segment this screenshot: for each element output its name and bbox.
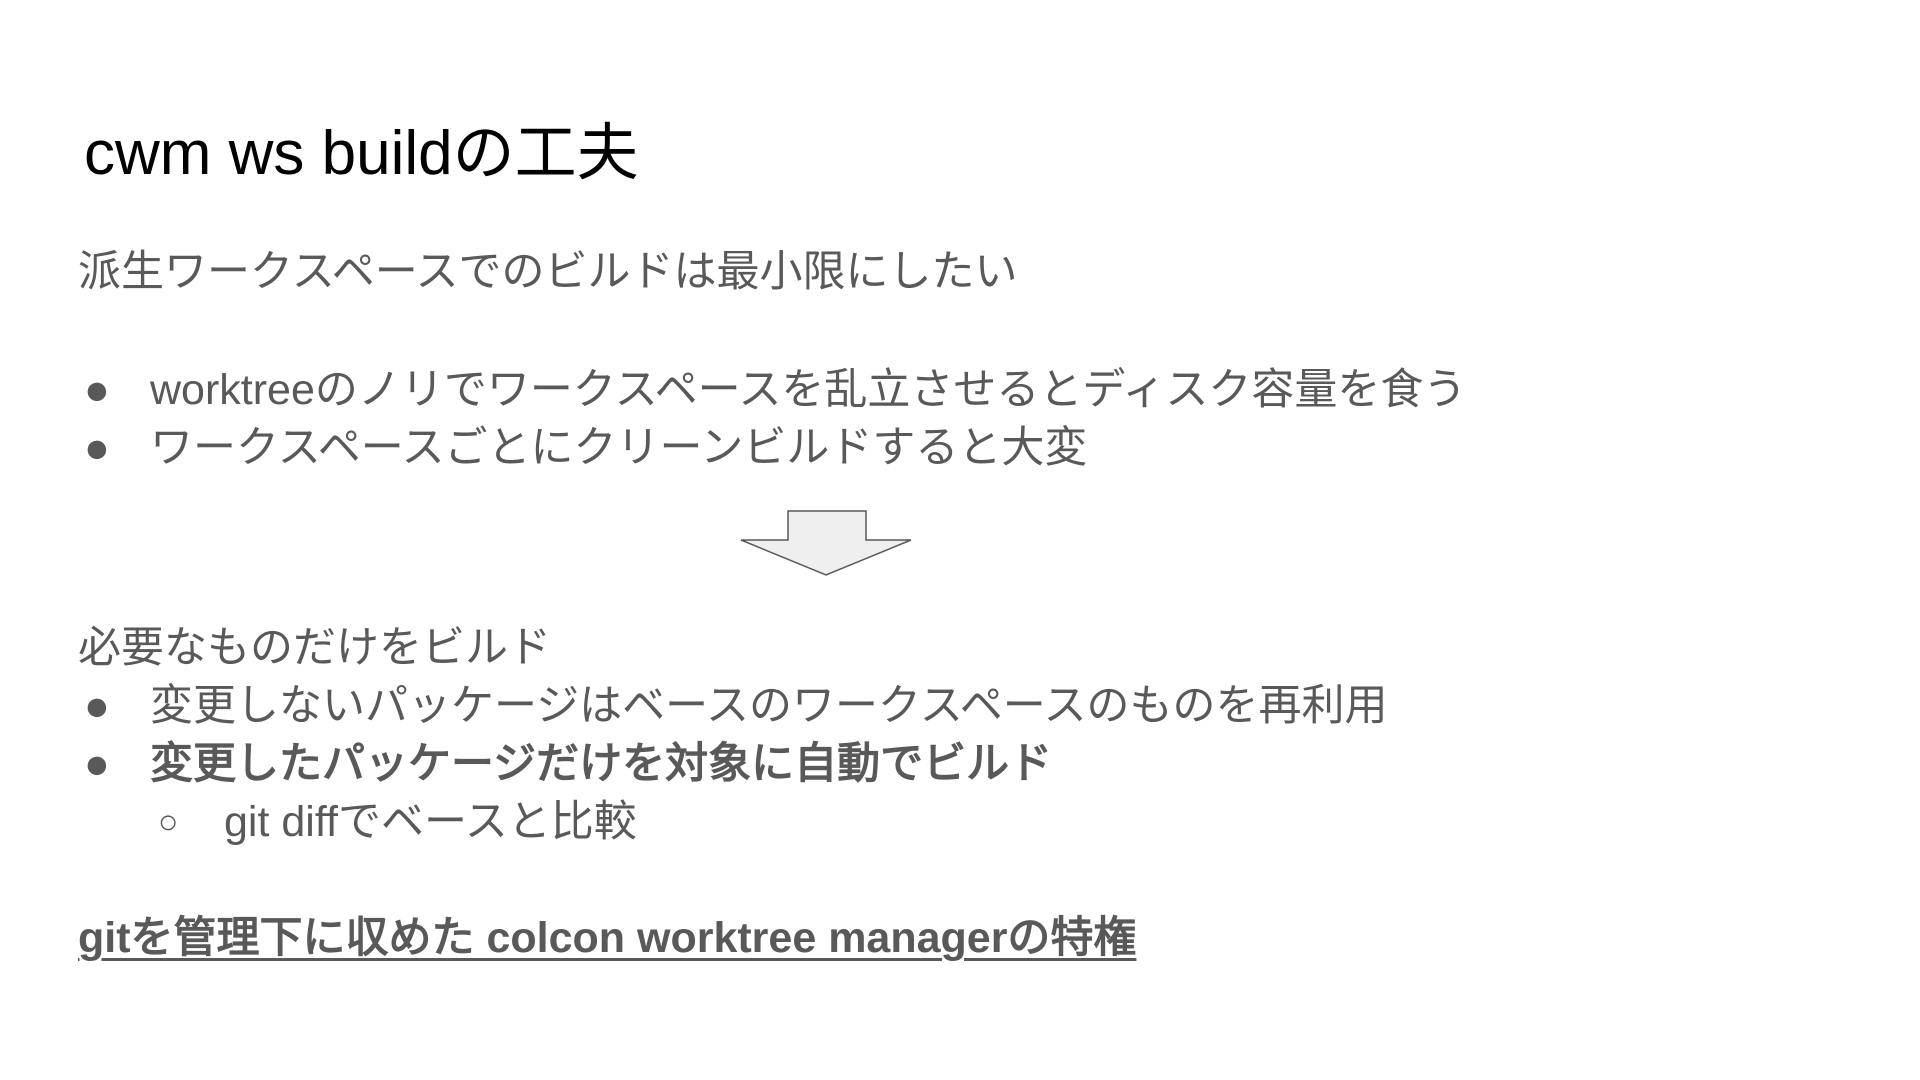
problem-text-2: ワークスペースごとにクリーンビルドすると大変 bbox=[150, 424, 1088, 472]
sub-point-text: git diffでベースと比較 bbox=[224, 798, 637, 846]
conclusion-link[interactable]: gitを管理下に収めた colcon worktree managerの特権 bbox=[78, 914, 1137, 962]
bullet-icon: ● bbox=[84, 366, 110, 414]
solution-text-1: 変更しないパッケージはベースのワークスペースのものを再利用 bbox=[150, 682, 1388, 730]
intro-text: 派生ワークスペースでのビルドは最小限にしたい bbox=[78, 248, 1018, 296]
bullet-icon: ● bbox=[84, 740, 110, 788]
down-arrow-icon bbox=[740, 510, 912, 576]
solution-heading: 必要なものだけをビルド bbox=[78, 624, 551, 672]
solution-text-2: 変更したパッケージだけを対象に自動でビルド bbox=[150, 740, 1053, 788]
bullet-icon: ● bbox=[84, 682, 110, 730]
bullet-icon: ● bbox=[84, 424, 110, 472]
hollow-bullet-icon: ○ bbox=[158, 803, 179, 841]
problem-text-1: worktreeのノリでワークスペースを乱立させるとディスク容量を食う bbox=[150, 366, 1467, 414]
slide-title: cwm ws buildの工夫 bbox=[84, 119, 639, 188]
